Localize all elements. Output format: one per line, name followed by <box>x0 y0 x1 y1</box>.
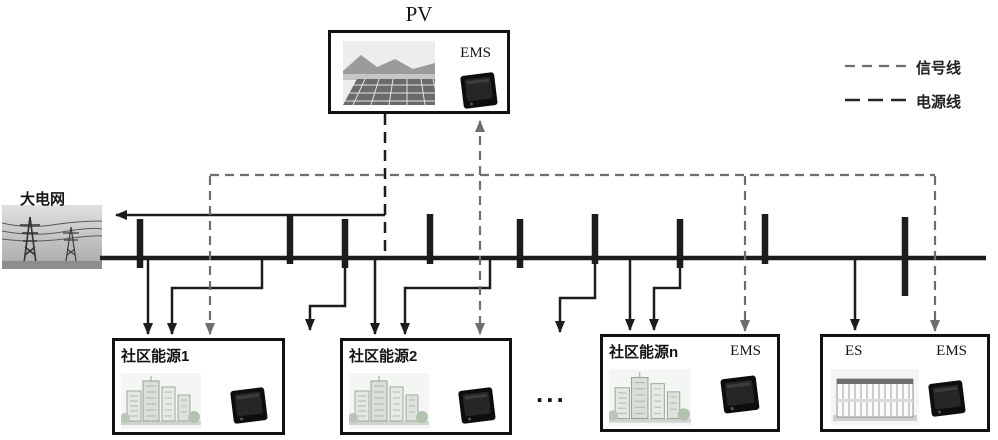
ems-device-image <box>928 380 966 417</box>
community-box-2: 社区能源2 <box>340 338 512 435</box>
city-buildings-image <box>609 369 691 427</box>
community-ems-label: EMS <box>730 343 761 359</box>
power-line-network <box>100 114 986 335</box>
pv-title: PV <box>405 2 433 26</box>
pv-ems-label: EMS <box>460 45 491 61</box>
community-box-1: 社区能源1 <box>112 338 285 435</box>
signal-line-network <box>205 120 940 335</box>
storage-label: ES <box>845 343 863 359</box>
ems-device-image <box>720 375 760 414</box>
ems-device-image <box>458 387 496 424</box>
pv-box: EMS <box>328 30 510 114</box>
transmission-tower-image <box>2 205 102 269</box>
community-label: 社区能源2 <box>349 348 418 365</box>
bus-tap-bars <box>136 214 909 296</box>
community-label: 社区能源n <box>609 344 679 361</box>
ems-device-image <box>460 72 498 109</box>
city-buildings-image <box>349 373 429 429</box>
storage-box: ES EMS <box>820 334 990 432</box>
ems-device-image <box>230 387 268 424</box>
legend-line-samples <box>845 64 908 102</box>
legend-power-label: 电源线 <box>916 94 962 111</box>
community-label: 社区能源1 <box>121 348 190 365</box>
ellipsis: ... <box>536 378 567 408</box>
solar-panel-image <box>343 41 435 105</box>
battery-storage-image <box>831 369 919 425</box>
grid-label: 大电网 <box>20 191 66 208</box>
city-buildings-image <box>121 373 201 429</box>
legend-signal-label: 信号线 <box>916 60 962 77</box>
community-box-n: 社区能源n EMS <box>600 334 780 432</box>
storage-ems-label: EMS <box>936 343 967 359</box>
